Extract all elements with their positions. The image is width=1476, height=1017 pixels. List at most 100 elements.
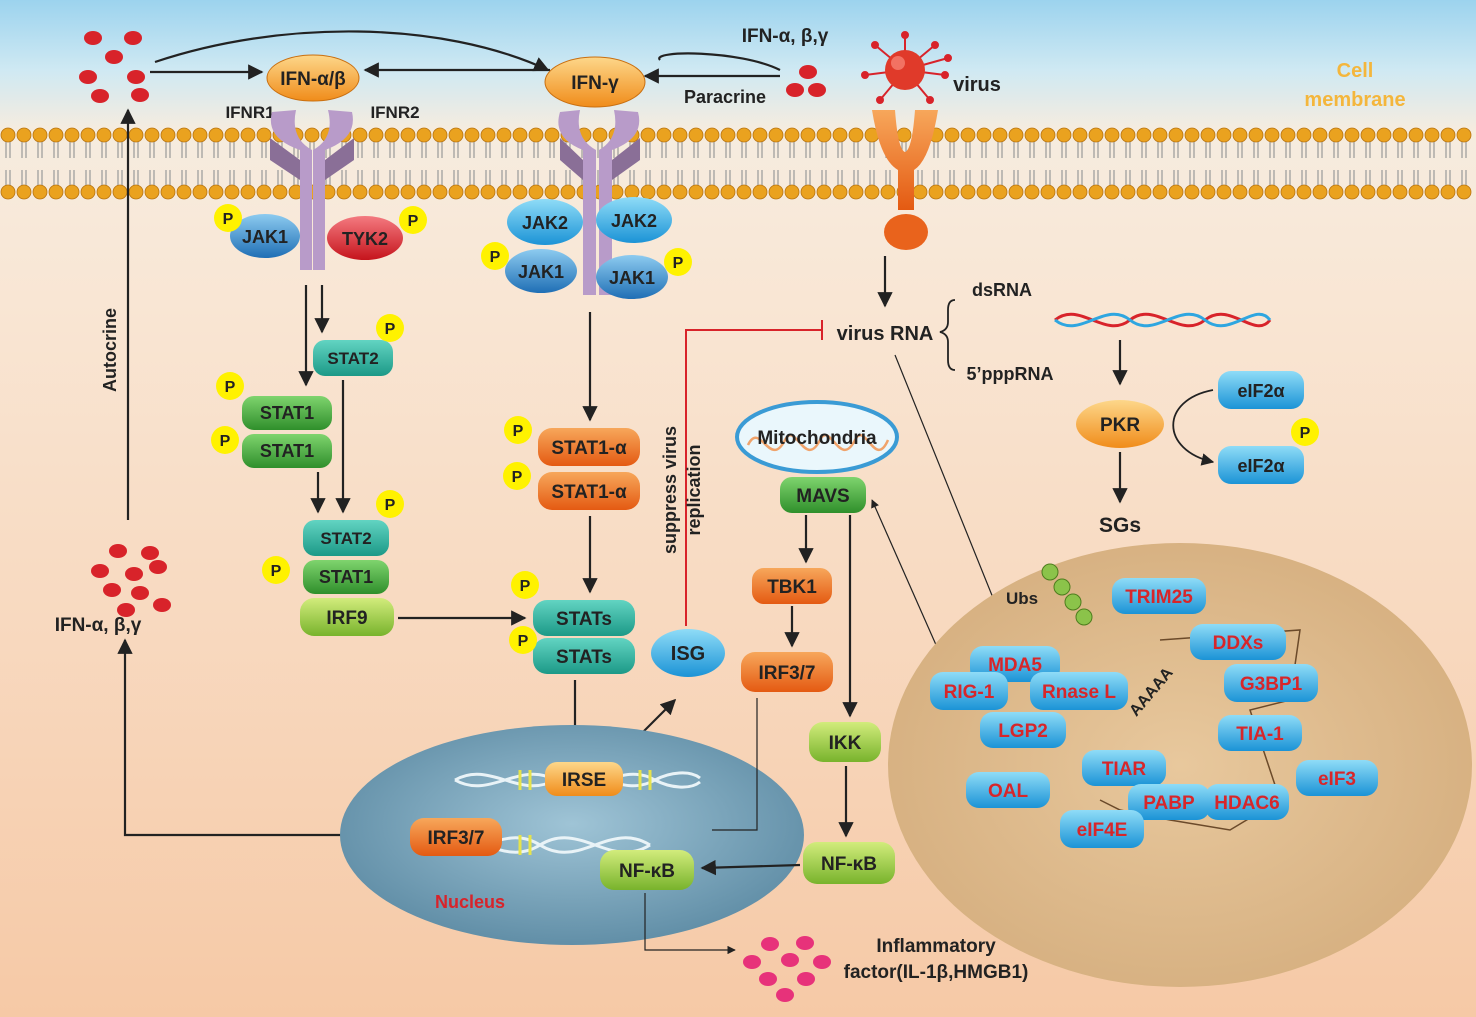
- stats-box-2[interactable]: STATs: [533, 638, 635, 674]
- lipid-head: [1056, 184, 1072, 200]
- virus-rna-label: virus RNA: [837, 323, 934, 345]
- sg-protein-eif4e[interactable]: eIF4E: [1060, 810, 1144, 848]
- lipid-head: [128, 184, 144, 200]
- lipid-head: [704, 184, 720, 200]
- lipid-head: [176, 127, 192, 143]
- isg-node[interactable]: ISG: [651, 629, 725, 677]
- lipid-tail: [453, 142, 459, 185]
- lipid-head: [624, 184, 640, 200]
- ifn-gamma-ligand[interactable]: IFN-γ: [544, 56, 646, 108]
- lipid-head: [1216, 127, 1232, 143]
- sg-protein-oal[interactable]: OAL: [966, 772, 1050, 808]
- lipid-head: [1264, 184, 1280, 200]
- lipid-head: [1376, 127, 1392, 143]
- ifn-alpha-beta-ligand[interactable]: IFN-α/β: [266, 54, 360, 102]
- lipid-tail: [805, 142, 811, 185]
- jak1-kinase-c[interactable]: JAK1: [596, 255, 668, 299]
- irf9-box[interactable]: IRF9: [300, 598, 394, 636]
- eif2a-box-2[interactable]: eIF2α: [1218, 446, 1304, 484]
- stat1-box-b[interactable]: STAT1: [242, 434, 332, 468]
- stat1-alpha-box-2[interactable]: STAT1-α: [538, 472, 640, 510]
- sg-protein-g3bp1[interactable]: G3BP1: [1224, 664, 1318, 702]
- stats-box-1[interactable]: STATs: [533, 600, 635, 636]
- pkr-node[interactable]: PKR: [1076, 400, 1164, 448]
- lipid-head: [1088, 127, 1104, 143]
- lipid-head: [704, 127, 720, 143]
- eif2a-1-text: eIF2α: [1237, 381, 1284, 401]
- sg-protein-label: PABP: [1143, 793, 1195, 814]
- jak2-kinase-b[interactable]: JAK2: [596, 197, 672, 243]
- lipid-head: [1392, 184, 1408, 200]
- eif2a-box-1[interactable]: eIF2α: [1218, 371, 1304, 409]
- eif2a-2-text: eIF2α: [1237, 456, 1284, 476]
- stat2-a-text: STAT2: [327, 349, 378, 368]
- lipid-tail: [181, 142, 187, 185]
- lipid-head: [640, 184, 656, 200]
- rig1-to-mavs-arrow: [871, 354, 1012, 673]
- sg-protein-eif3[interactable]: eIF3: [1296, 760, 1378, 796]
- dsrna-label: dsRNA: [972, 280, 1032, 300]
- nfkb-box[interactable]: NF-κB: [803, 842, 895, 884]
- lipid-head: [1248, 184, 1264, 200]
- tbk1-box[interactable]: TBK1: [752, 568, 832, 604]
- ikk-text: IKK: [829, 733, 862, 754]
- stat2-box-a[interactable]: STAT2: [313, 340, 393, 376]
- sg-protein-lgp2[interactable]: LGP2: [980, 712, 1066, 748]
- stat1-box-c[interactable]: STAT1: [303, 560, 389, 594]
- lipid-head: [1440, 184, 1456, 200]
- irf9-text: IRF9: [326, 608, 367, 629]
- irse-box[interactable]: IRSE: [545, 762, 623, 796]
- jak2-kinase-a[interactable]: JAK2: [507, 199, 583, 245]
- sg-protein-pabp[interactable]: PABP: [1128, 784, 1210, 820]
- lipid-head: [496, 184, 512, 200]
- sg-protein-trim25[interactable]: TRIM25: [1112, 578, 1206, 614]
- nfkb-nucleus-box[interactable]: NF-κB: [600, 850, 694, 890]
- sg-protein-label: LGP2: [998, 721, 1048, 742]
- lipid-tail: [981, 142, 987, 185]
- left-pathway-arrows: [117, 108, 677, 837]
- lipid-head: [1328, 184, 1344, 200]
- lipid-head: [1104, 127, 1120, 143]
- suppress-label-1: suppress virus: [660, 426, 680, 554]
- phosphate-circle: [503, 462, 531, 490]
- stat1-box-a[interactable]: STAT1: [242, 396, 332, 430]
- lipid-tail: [1189, 142, 1195, 185]
- lipid-head: [1152, 127, 1168, 143]
- lipid-head: [768, 184, 784, 200]
- lipid-head: [0, 127, 16, 143]
- lipid-head: [160, 184, 176, 200]
- mavs-box[interactable]: MAVS: [780, 477, 866, 513]
- sg-protein-box: [930, 672, 1008, 710]
- lipid-head: [208, 127, 224, 143]
- sg-protein-box: [1205, 784, 1289, 820]
- tyk2-kinase[interactable]: TYK2: [327, 216, 403, 260]
- lipid-head: [752, 127, 768, 143]
- sg-protein-tia1[interactable]: TIA-1: [1218, 715, 1302, 751]
- lipid-head: [864, 184, 880, 200]
- phosphate-circle: [216, 372, 244, 400]
- jak2-b-text: JAK2: [611, 211, 657, 231]
- lipid-tail: [773, 142, 779, 185]
- irf37-nucleus-box[interactable]: IRF3/7: [410, 818, 502, 856]
- jak1-kinase-a[interactable]: JAK1: [230, 214, 300, 258]
- lipid-head: [1424, 184, 1440, 200]
- irf37-box[interactable]: IRF3/7: [741, 652, 833, 692]
- jak1-kinase-b[interactable]: JAK1: [505, 249, 577, 293]
- sg-protein-hdac6[interactable]: HDAC6: [1205, 784, 1289, 820]
- sg-protein-ddxs[interactable]: DDXs: [1190, 624, 1286, 660]
- lipid-tail: [1173, 142, 1179, 185]
- stat2-box-b[interactable]: STAT2: [303, 520, 389, 556]
- sg-protein-rnasel[interactable]: Rnase L: [1030, 672, 1128, 710]
- phosphate-label: P: [520, 578, 531, 595]
- top-arrows: [150, 30, 781, 84]
- lipid-head: [784, 184, 800, 200]
- stat1-alpha-box-1[interactable]: STAT1-α: [538, 428, 640, 466]
- ikk-box[interactable]: IKK: [809, 722, 881, 762]
- lipid-head: [352, 184, 368, 200]
- lipid-tail: [853, 142, 859, 185]
- lipid-head: [816, 127, 832, 143]
- lipid-head: [944, 184, 960, 200]
- sg-protein-tiar[interactable]: TIAR: [1082, 750, 1166, 786]
- sg-protein-rig1[interactable]: RIG-1: [930, 672, 1008, 710]
